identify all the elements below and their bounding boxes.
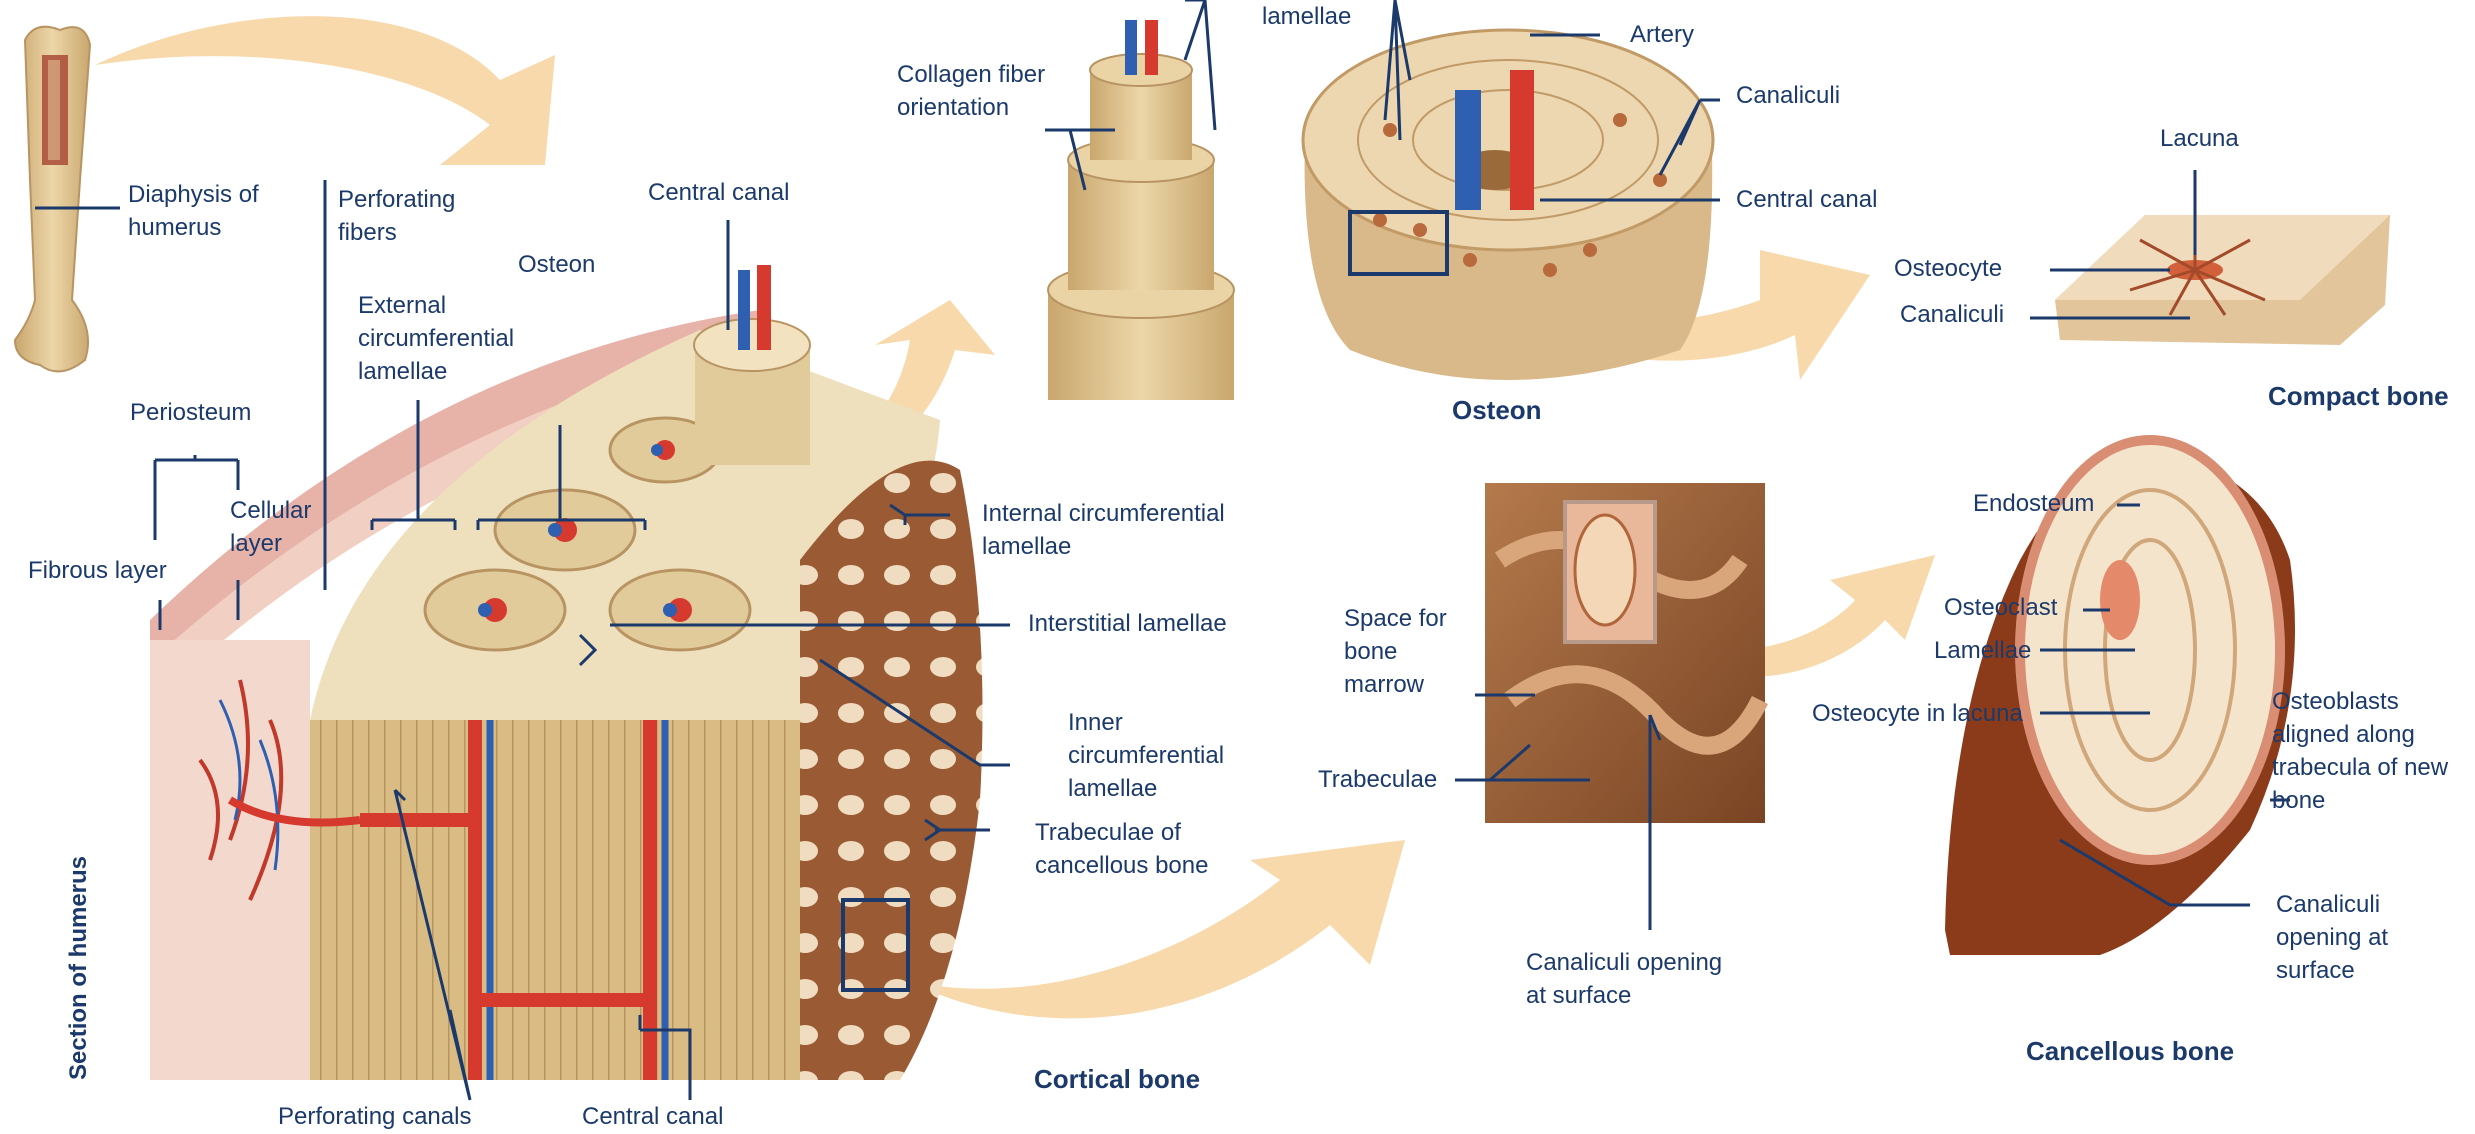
label-osteoblasts-line1: Osteoblasts (2272, 685, 2448, 718)
trabeculae-illustration (1485, 483, 1765, 823)
osteon-detail-illustration (1303, 30, 1713, 380)
label-central-canal-top: Central canal (648, 176, 789, 209)
label-space-marrow-line1: Space for (1344, 602, 1447, 635)
label-osteoclast: Osteoclast (1944, 591, 2057, 624)
label-space-marrow-line2: bone (1344, 635, 1447, 668)
label-internal-lamellae-line1: Internal circumferential (982, 497, 1225, 530)
label-section-humerus: Section of humerus (62, 856, 95, 1080)
label-artery: Artery (1630, 18, 1694, 51)
label-inner-lamellae: Inner circumferential lamellae (1068, 706, 1224, 805)
label-trabeculae-cancellous-line1: Trabeculae of (1035, 816, 1208, 849)
collagen-lamellae-illustration (1048, 20, 1234, 400)
label-canaliculi-compact: Canaliculi (1900, 298, 2004, 331)
label-perforating-fibers-line1: Perforating (338, 183, 455, 216)
label-diaphysis-line1: Diaphysis of (128, 178, 259, 211)
label-canaliculi-opening-right: Canaliculi opening at surface (2276, 888, 2388, 987)
label-perforating-fibers: Perforating fibers (338, 183, 455, 249)
label-osteon-main: Osteon (518, 248, 595, 281)
label-compact-bone: Compact bone (2268, 380, 2449, 413)
label-canaliculi-opening-right-line1: Canaliculi (2276, 888, 2388, 921)
label-space-marrow: Space for bone marrow (1344, 602, 1447, 701)
label-osteocyte: Osteocyte (1894, 252, 2002, 285)
label-osteocyte-lacuna: Osteocyte in lacuna (1812, 697, 2023, 730)
label-osteoblasts-line2: aligned along (2272, 718, 2448, 751)
label-central-canal-bottom: Central canal (582, 1100, 723, 1133)
label-cellular-layer-line2: layer (230, 527, 311, 560)
label-lacuna: Lacuna (2160, 122, 2239, 155)
humerus-illustration (15, 27, 90, 372)
label-external-lamellae-line2: circumferential (358, 322, 514, 355)
label-diaphysis-line2: humerus (128, 211, 259, 244)
label-inner-lamellae-line3: lamellae (1068, 772, 1224, 805)
label-osteoblasts: Osteoblasts aligned along trabecula of n… (2272, 685, 2448, 817)
label-cortical-bone: Cortical bone (1034, 1063, 1200, 1096)
label-perforating-canals: Perforating canals (278, 1100, 471, 1133)
label-endosteum: Endosteum (1973, 487, 2094, 520)
compact-bone-illustration (2055, 215, 2390, 345)
label-canaliculi-osteon: Canaliculi (1736, 79, 1840, 112)
label-canaliculi-opening-right-line2: opening at (2276, 921, 2388, 954)
label-canaliculi-opening-mid: Canaliculi opening at surface (1526, 946, 1722, 1012)
label-canaliculi-opening-mid-line2: at surface (1526, 979, 1722, 1012)
label-inner-lamellae-line1: Inner (1068, 706, 1224, 739)
label-osteoblasts-line3: trabecula of new (2272, 751, 2448, 784)
label-external-lamellae-line1: External (358, 289, 514, 322)
label-periosteum: Periosteum (130, 396, 251, 429)
label-collagen-line2: orientation (897, 91, 1045, 124)
label-lamellae-right: Lamellae (1934, 634, 2031, 667)
label-external-lamellae: External circumferential lamellae (358, 289, 514, 388)
label-cancellous-bone: Cancellous bone (2026, 1035, 2234, 1068)
label-cellular-layer-line1: Cellular (230, 494, 311, 527)
label-collagen-line1: Collagen fiber (897, 58, 1045, 91)
label-trabeculae-cancellous: Trabeculae of cancellous bone (1035, 816, 1208, 882)
label-fibrous-layer: Fibrous layer (28, 554, 167, 587)
label-collagen: Collagen fiber orientation (897, 58, 1045, 124)
label-osteoblasts-line4: bone (2272, 784, 2448, 817)
label-lamellae-top: lamellae (1262, 0, 1351, 33)
label-space-marrow-line3: marrow (1344, 668, 1447, 701)
section-of-humerus-illustration (150, 265, 983, 1080)
label-osteon-detail: Osteon (1452, 394, 1542, 427)
label-diaphysis: Diaphysis of humerus (128, 178, 259, 244)
label-interstitial-lamellae: Interstitial lamellae (1028, 607, 1227, 640)
label-internal-lamellae: Internal circumferential lamellae (982, 497, 1225, 563)
label-canaliculi-opening-mid-line1: Canaliculi opening (1526, 946, 1722, 979)
label-perforating-fibers-line2: fibers (338, 216, 455, 249)
label-cellular-layer: Cellular layer (230, 494, 311, 560)
label-external-lamellae-line3: lamellae (358, 355, 514, 388)
arrow-diaphysis (95, 16, 555, 165)
label-trabeculae-cancellous-line2: cancellous bone (1035, 849, 1208, 882)
label-canaliculi-opening-right-line3: surface (2276, 954, 2388, 987)
label-central-canal-osteon: Central canal (1736, 183, 1877, 216)
label-internal-lamellae-line2: lamellae (982, 530, 1225, 563)
label-trabeculae: Trabeculae (1318, 763, 1437, 796)
label-inner-lamellae-line2: circumferential (1068, 739, 1224, 772)
